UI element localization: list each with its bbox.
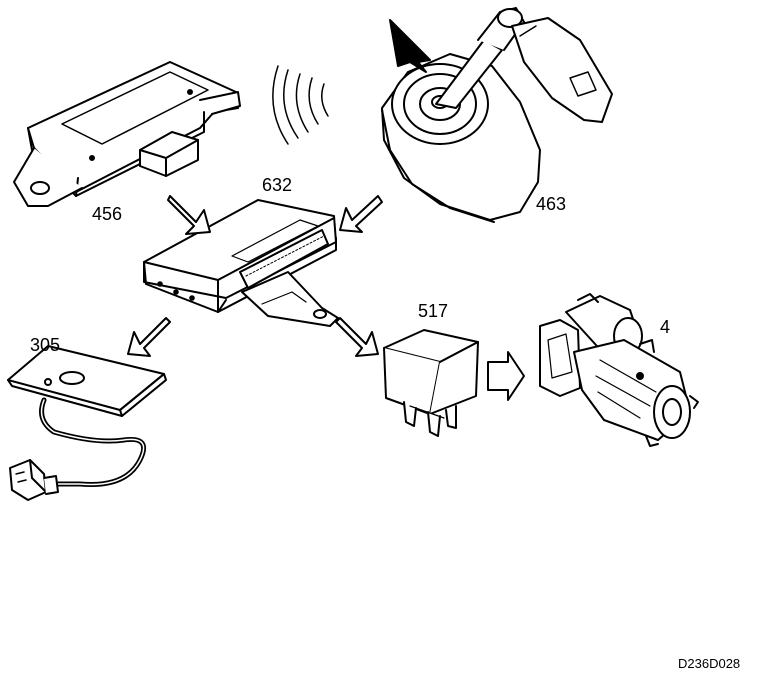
label-ecm: 456: [92, 204, 123, 224]
starter-motor-4: [539, 293, 699, 447]
relay-517: [383, 329, 479, 437]
antenna-305: [7, 345, 167, 501]
label-ignition-switch: 463: [536, 194, 567, 214]
ecm-module-456: [13, 61, 241, 207]
label-starter: 4: [660, 317, 671, 337]
label-antenna: 305: [30, 335, 61, 355]
figure-code: D236D028: [678, 656, 741, 671]
label-immobilizer: 632: [262, 175, 293, 195]
arrow-ecm-to-immobilizer: [167, 195, 211, 235]
immobilizer-module-632: [143, 199, 339, 327]
press-arrow: [389, 19, 431, 73]
arrow-relay-to-starter: [487, 351, 525, 401]
label-relay: 517: [418, 301, 449, 321]
arrow-switch-to-immobilizer: [339, 195, 383, 233]
radio-waves: [272, 65, 329, 145]
ignition-switch-463: [381, 7, 613, 223]
flow-arrows: [127, 195, 525, 401]
arrow-immobilizer-to-relay: [335, 317, 379, 357]
arrow-immobilizer-to-antenna: [127, 317, 171, 357]
